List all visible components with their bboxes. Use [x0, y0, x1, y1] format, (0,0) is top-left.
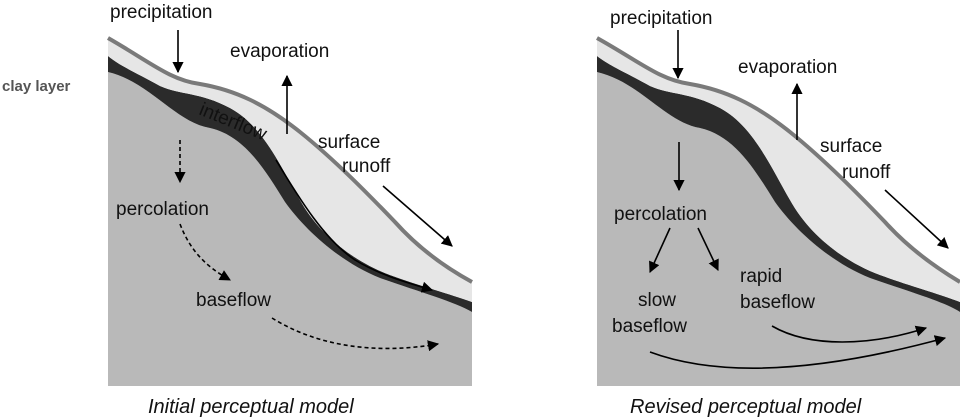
right-panel: precipitation evaporation surface runoff…	[596, 8, 960, 418]
right-ground	[597, 72, 960, 386]
left-panel: clay layer precipitation evaporation int…	[2, 2, 473, 418]
right-surface-line	[596, 36, 960, 284]
right-slow-baseflow-label: baseflow	[612, 316, 687, 337]
left-baseflow-arrow	[271, 317, 440, 352]
right-precipitation-label: precipitation	[610, 8, 712, 29]
left-runoff-label: runoff	[342, 156, 391, 177]
left-to-baseflow-arrow	[179, 223, 231, 281]
right-slow-label: slow	[638, 290, 676, 311]
right-surface-label: surface	[820, 136, 882, 157]
left-precipitation-label: precipitation	[110, 2, 212, 23]
left-baseflow-label: baseflow	[196, 290, 271, 311]
left-caption: Initial perceptual model	[148, 396, 354, 418]
left-topsoil	[108, 38, 472, 302]
right-caption: Revised perceptual model	[630, 396, 862, 418]
right-rapid-split-arrow	[697, 227, 719, 272]
left-surface-line	[107, 36, 473, 284]
right-topsoil	[597, 38, 960, 302]
left-percolation-label: percolation	[116, 199, 209, 220]
left-surface-label: surface	[318, 132, 380, 153]
left-interflow-arrow	[275, 159, 434, 293]
right-rapid-baseflow-arrow	[771, 325, 928, 343]
right-surface-runoff-arrow	[884, 189, 949, 249]
clay-layer-label: clay layer	[2, 78, 71, 95]
right-slow-split-arrow	[649, 227, 671, 274]
left-surface-runoff-arrow	[382, 185, 453, 247]
right-runoff-label: runoff	[842, 162, 891, 183]
right-percolation-label: percolation	[614, 204, 707, 225]
left-evaporation-label: evaporation	[230, 41, 329, 62]
right-slow-baseflow-arrow	[649, 335, 947, 369]
right-rapid-label: rapid	[740, 266, 782, 287]
right-rapid-baseflow-label: baseflow	[740, 292, 815, 313]
right-clay-layer	[597, 56, 960, 312]
left-ground	[108, 72, 472, 386]
right-evaporation-label: evaporation	[738, 57, 837, 78]
